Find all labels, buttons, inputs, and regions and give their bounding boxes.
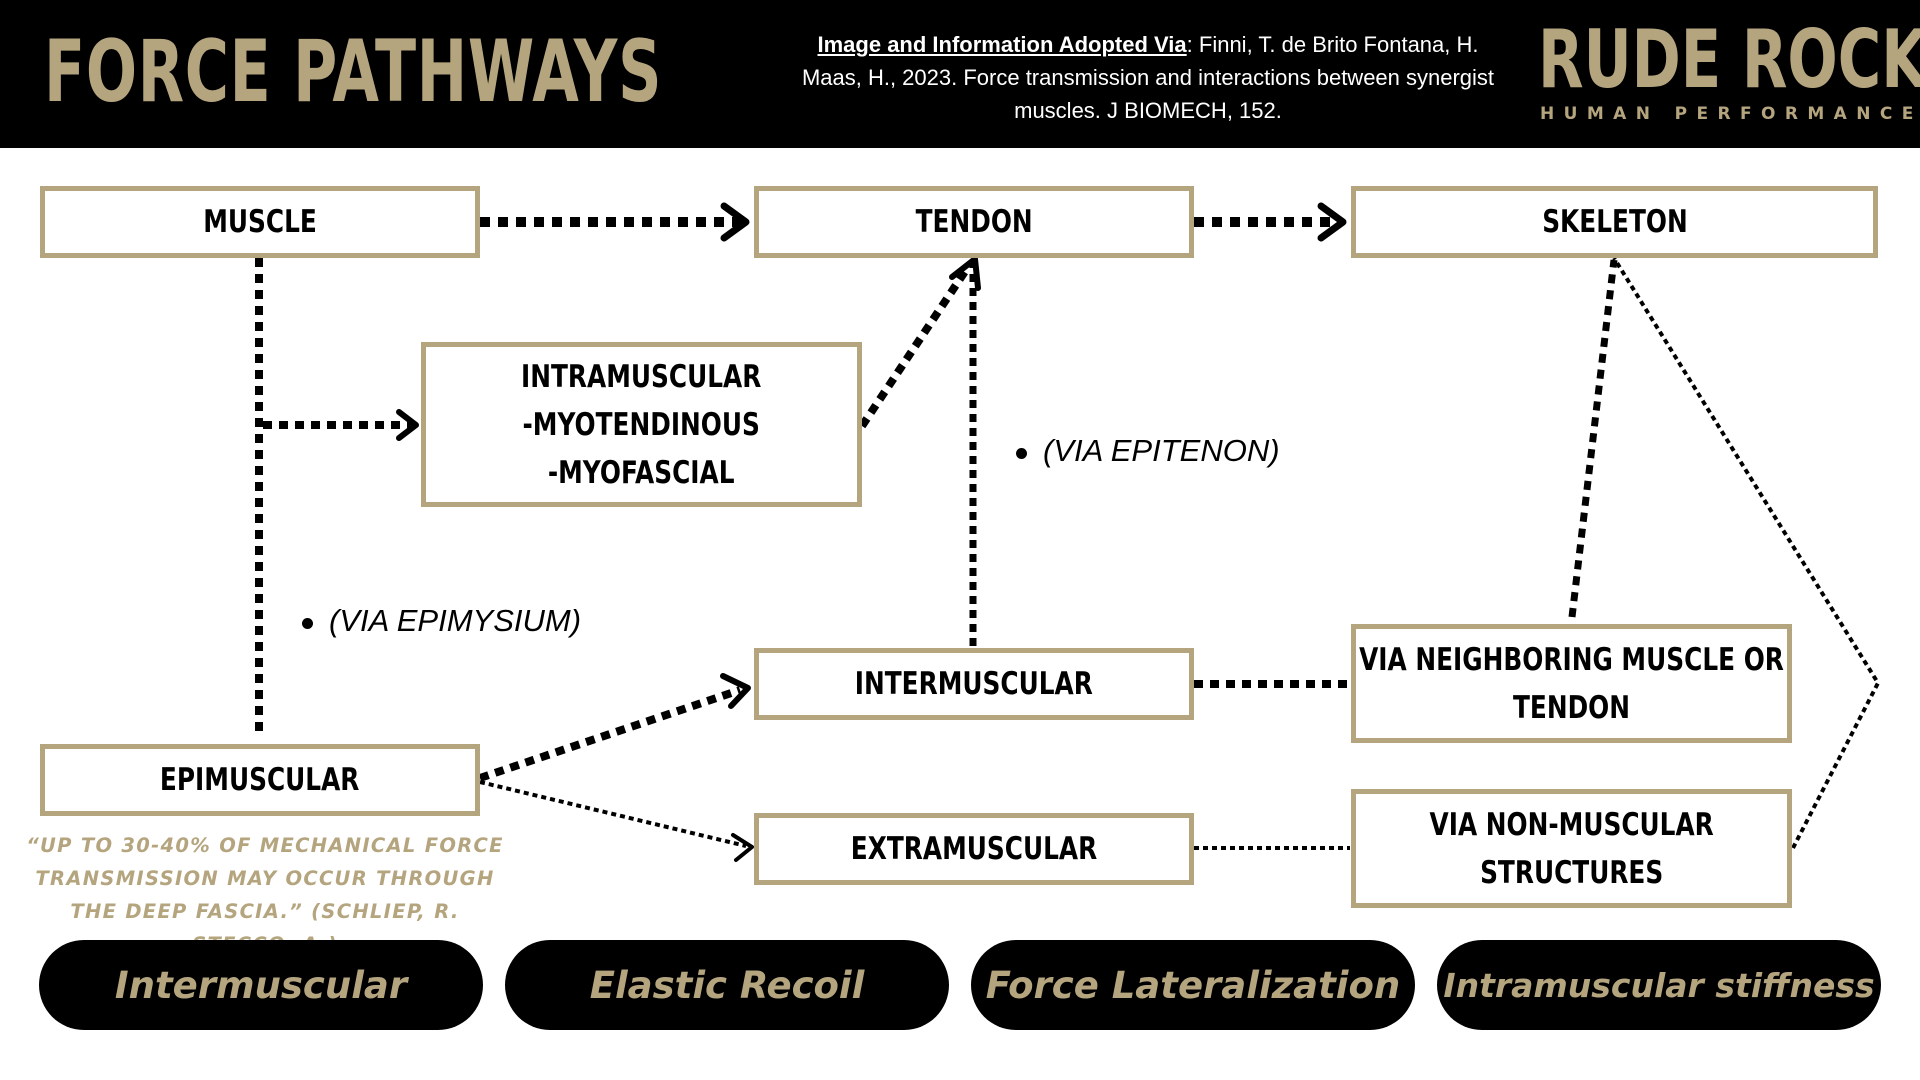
pill-intermuscular: Intermuscular bbox=[39, 940, 483, 1030]
non-muscular-node: VIA NON-MUSCULAR STRUCTURES bbox=[1351, 789, 1792, 908]
epitenon-bullet bbox=[1016, 448, 1027, 459]
pill-intermuscular-label: Intermuscular bbox=[114, 963, 408, 1007]
pill-force-lateralization-label: Force Lateralization bbox=[985, 963, 1401, 1007]
arrowhead-intramuscular bbox=[396, 409, 419, 441]
header-bar: FORCE PATHWAYS Image and Information Ado… bbox=[0, 0, 1920, 148]
epitenon-note: (VIA EPITENON) bbox=[1043, 433, 1280, 468]
neighboring-muscle-label: VIA NEIGHBORING MUSCLE OR TENDON bbox=[1359, 636, 1784, 732]
citation: Image and Information Adopted Via: Finni… bbox=[788, 28, 1508, 127]
arrowhead-skeleton bbox=[1317, 202, 1347, 242]
arrowhead-tendon-left bbox=[720, 202, 750, 242]
connector-nonmuscular-skeleton bbox=[1612, 256, 1880, 849]
pill-intramuscular-stiffness: Intramuscular stiffness bbox=[1437, 940, 1881, 1030]
neighboring-muscle-node: VIA NEIGHBORING MUSCLE OR TENDON bbox=[1351, 624, 1792, 743]
skeleton-node: SKELETON bbox=[1351, 186, 1878, 258]
epimysium-bullet bbox=[302, 618, 313, 629]
non-muscular-line-1: VIA NON-MUSCULAR bbox=[1429, 806, 1714, 843]
skeleton-label: SKELETON bbox=[1541, 204, 1688, 240]
intramuscular-node: INTRAMUSCULAR -MYOTENDINOUS -MYOFASCIAL bbox=[421, 342, 862, 507]
muscle-node: MUSCLE bbox=[40, 186, 480, 258]
brand-logo-text: RUDE ROCK bbox=[1538, 13, 1920, 106]
citation-text: : Finni, T. de Brito Fontana, H. Maas, H… bbox=[801, 32, 1495, 123]
pill-force-lateralization: Force Lateralization bbox=[971, 940, 1415, 1030]
connector-epimuscular-intermuscular bbox=[478, 686, 742, 782]
tendon-label: TENDON bbox=[915, 204, 1033, 240]
muscle-label: MUSCLE bbox=[203, 204, 317, 240]
intramuscular-label: INTRAMUSCULAR -MYOTENDINOUS -MYOFASCIAL bbox=[521, 353, 761, 497]
epimuscular-label: EPIMUSCULAR bbox=[160, 762, 360, 798]
arrowhead-extramuscular bbox=[731, 833, 754, 862]
connector-neighboring-skeleton bbox=[1568, 259, 1618, 618]
pill-intramuscular-stiffness-label: Intramuscular stiffness bbox=[1443, 965, 1875, 1005]
pill-elastic-recoil: Elastic Recoil bbox=[505, 940, 949, 1030]
extramuscular-node: EXTRAMUSCULAR bbox=[754, 813, 1194, 885]
non-muscular-line-2: STRUCTURES bbox=[1479, 854, 1664, 891]
intermuscular-label: INTERMUSCULAR bbox=[854, 666, 1094, 702]
epimuscular-node: EPIMUSCULAR bbox=[40, 744, 480, 816]
citation-label: Image and Information Adopted Via bbox=[817, 32, 1187, 57]
intramuscular-line: INTRAMUSCULAR bbox=[521, 358, 762, 395]
arrowhead-tendon-bottom bbox=[949, 256, 981, 291]
myotendinous-line: -MYOTENDINOUS bbox=[522, 406, 761, 443]
connector-epimuscular-extramuscular bbox=[479, 780, 747, 848]
epimysium-note: (VIA EPIMYSIUM) bbox=[329, 603, 582, 638]
tendon-node: TENDON bbox=[754, 186, 1194, 258]
myofascial-line: -MYOFASCIAL bbox=[548, 454, 735, 491]
arrowhead-intermuscular bbox=[720, 673, 751, 709]
neighboring-line-1: VIA NEIGHBORING MUSCLE OR bbox=[1359, 641, 1784, 678]
intermuscular-node: INTERMUSCULAR bbox=[754, 648, 1194, 720]
brand-logo-subtitle: HUMAN PERFORMANCE bbox=[1540, 104, 1920, 124]
neighboring-line-2: TENDON bbox=[1512, 689, 1631, 726]
non-muscular-label: VIA NON-MUSCULAR STRUCTURES bbox=[1429, 801, 1713, 897]
extramuscular-label: EXTRAMUSCULAR bbox=[850, 831, 1098, 867]
page-title: FORCE PATHWAYS bbox=[44, 22, 663, 122]
pill-elastic-recoil-label: Elastic Recoil bbox=[589, 963, 865, 1007]
connector-intramuscular-tendon bbox=[858, 267, 970, 429]
